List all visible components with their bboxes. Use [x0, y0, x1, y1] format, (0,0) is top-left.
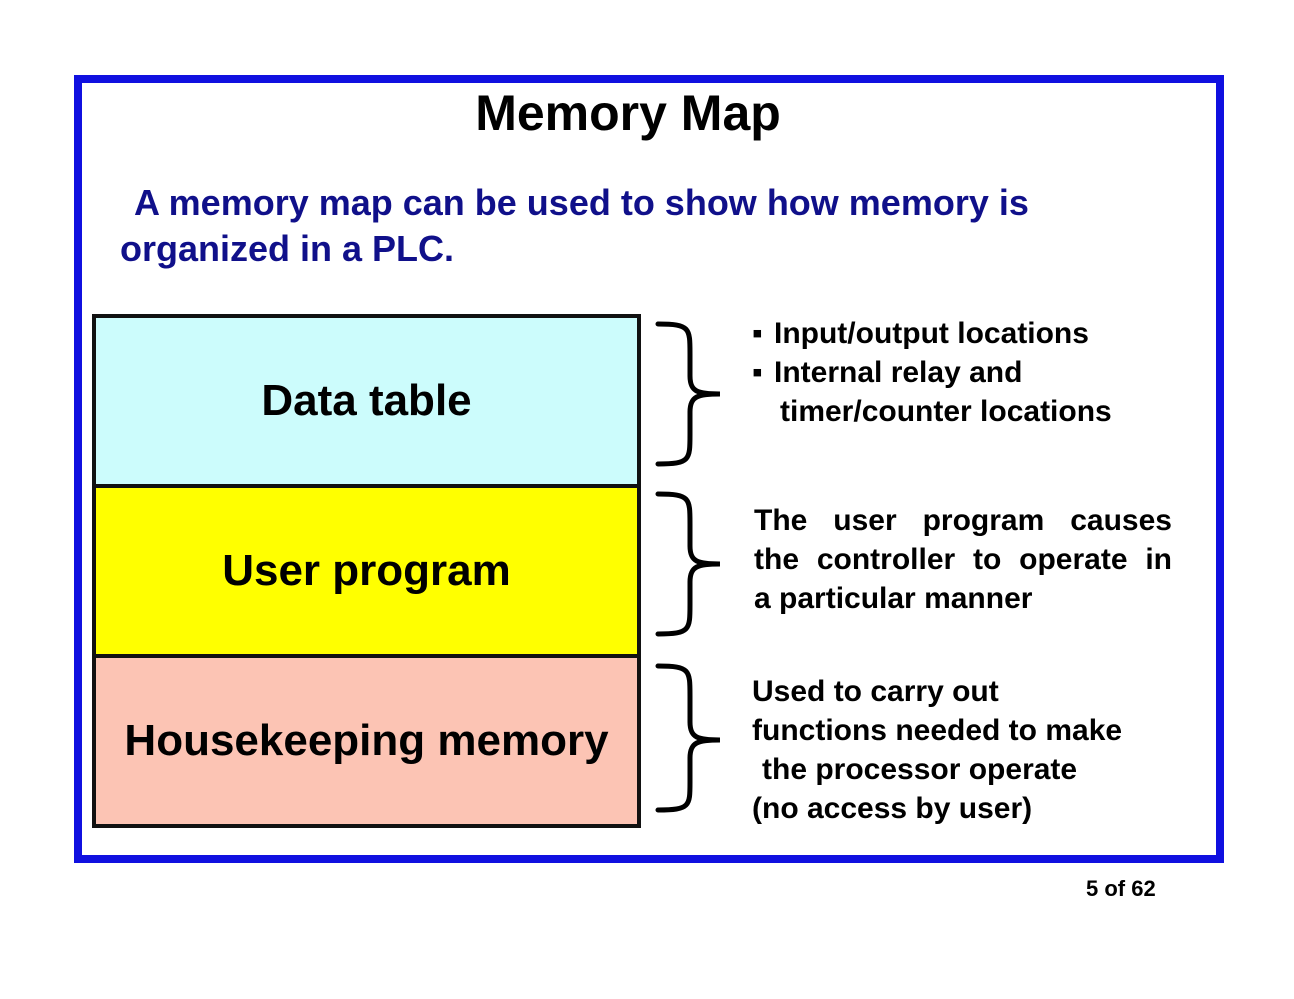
housekeeping-memory-block: Housekeeping memory — [92, 654, 641, 828]
note-bullet-1-text: Input/output locations — [774, 317, 1089, 350]
brace-data-table — [655, 321, 721, 467]
slide-title: Memory Map — [475, 85, 781, 141]
user-program-note-line-1: The user program causes — [754, 504, 1172, 537]
user-program-note-line-3: a particular manner — [754, 582, 1033, 615]
data-table-block: Data table — [92, 314, 641, 488]
square-bullet-icon: ▪ — [752, 356, 763, 389]
housekeeping-note-line-1: Used to carry out — [752, 675, 999, 708]
intro-line-1: A memory map can be used to show how mem… — [134, 182, 1029, 223]
brace-housekeeping — [655, 663, 721, 813]
note-bullet-2-text: Internal relay and — [774, 356, 1023, 389]
square-bullet-icon: ▪ — [752, 317, 763, 350]
housekeeping-note-line-3: the processor operate — [762, 753, 1078, 786]
note-bullet-2-continued: timer/counter locations — [780, 395, 1112, 428]
braces-group — [655, 321, 721, 813]
brace-user-program — [655, 491, 721, 637]
intro-line-2: organized in a PLC. — [120, 228, 455, 269]
housekeeping-note-line-4: (no access by user) — [752, 792, 1033, 825]
user-program-note: The user program causes the controller t… — [754, 501, 1172, 618]
note-bullet-2: ▪ Internal relay and — [752, 353, 1172, 392]
user-program-block: User program — [92, 484, 641, 658]
intro-text: A memory map can be used to show how mem… — [120, 180, 1120, 272]
note-bullet-1: ▪ Input/output locations — [752, 314, 1172, 353]
data-table-note: ▪ Input/output locations ▪ Internal relay … — [752, 314, 1172, 431]
user-program-note-line-2: the controller to operate in — [754, 543, 1172, 576]
housekeeping-note: Used to carry out functions needed to ma… — [752, 672, 1172, 828]
page-number: 5 of 62 — [1086, 876, 1156, 901]
housekeeping-note-line-2: functions needed to make — [752, 714, 1123, 747]
